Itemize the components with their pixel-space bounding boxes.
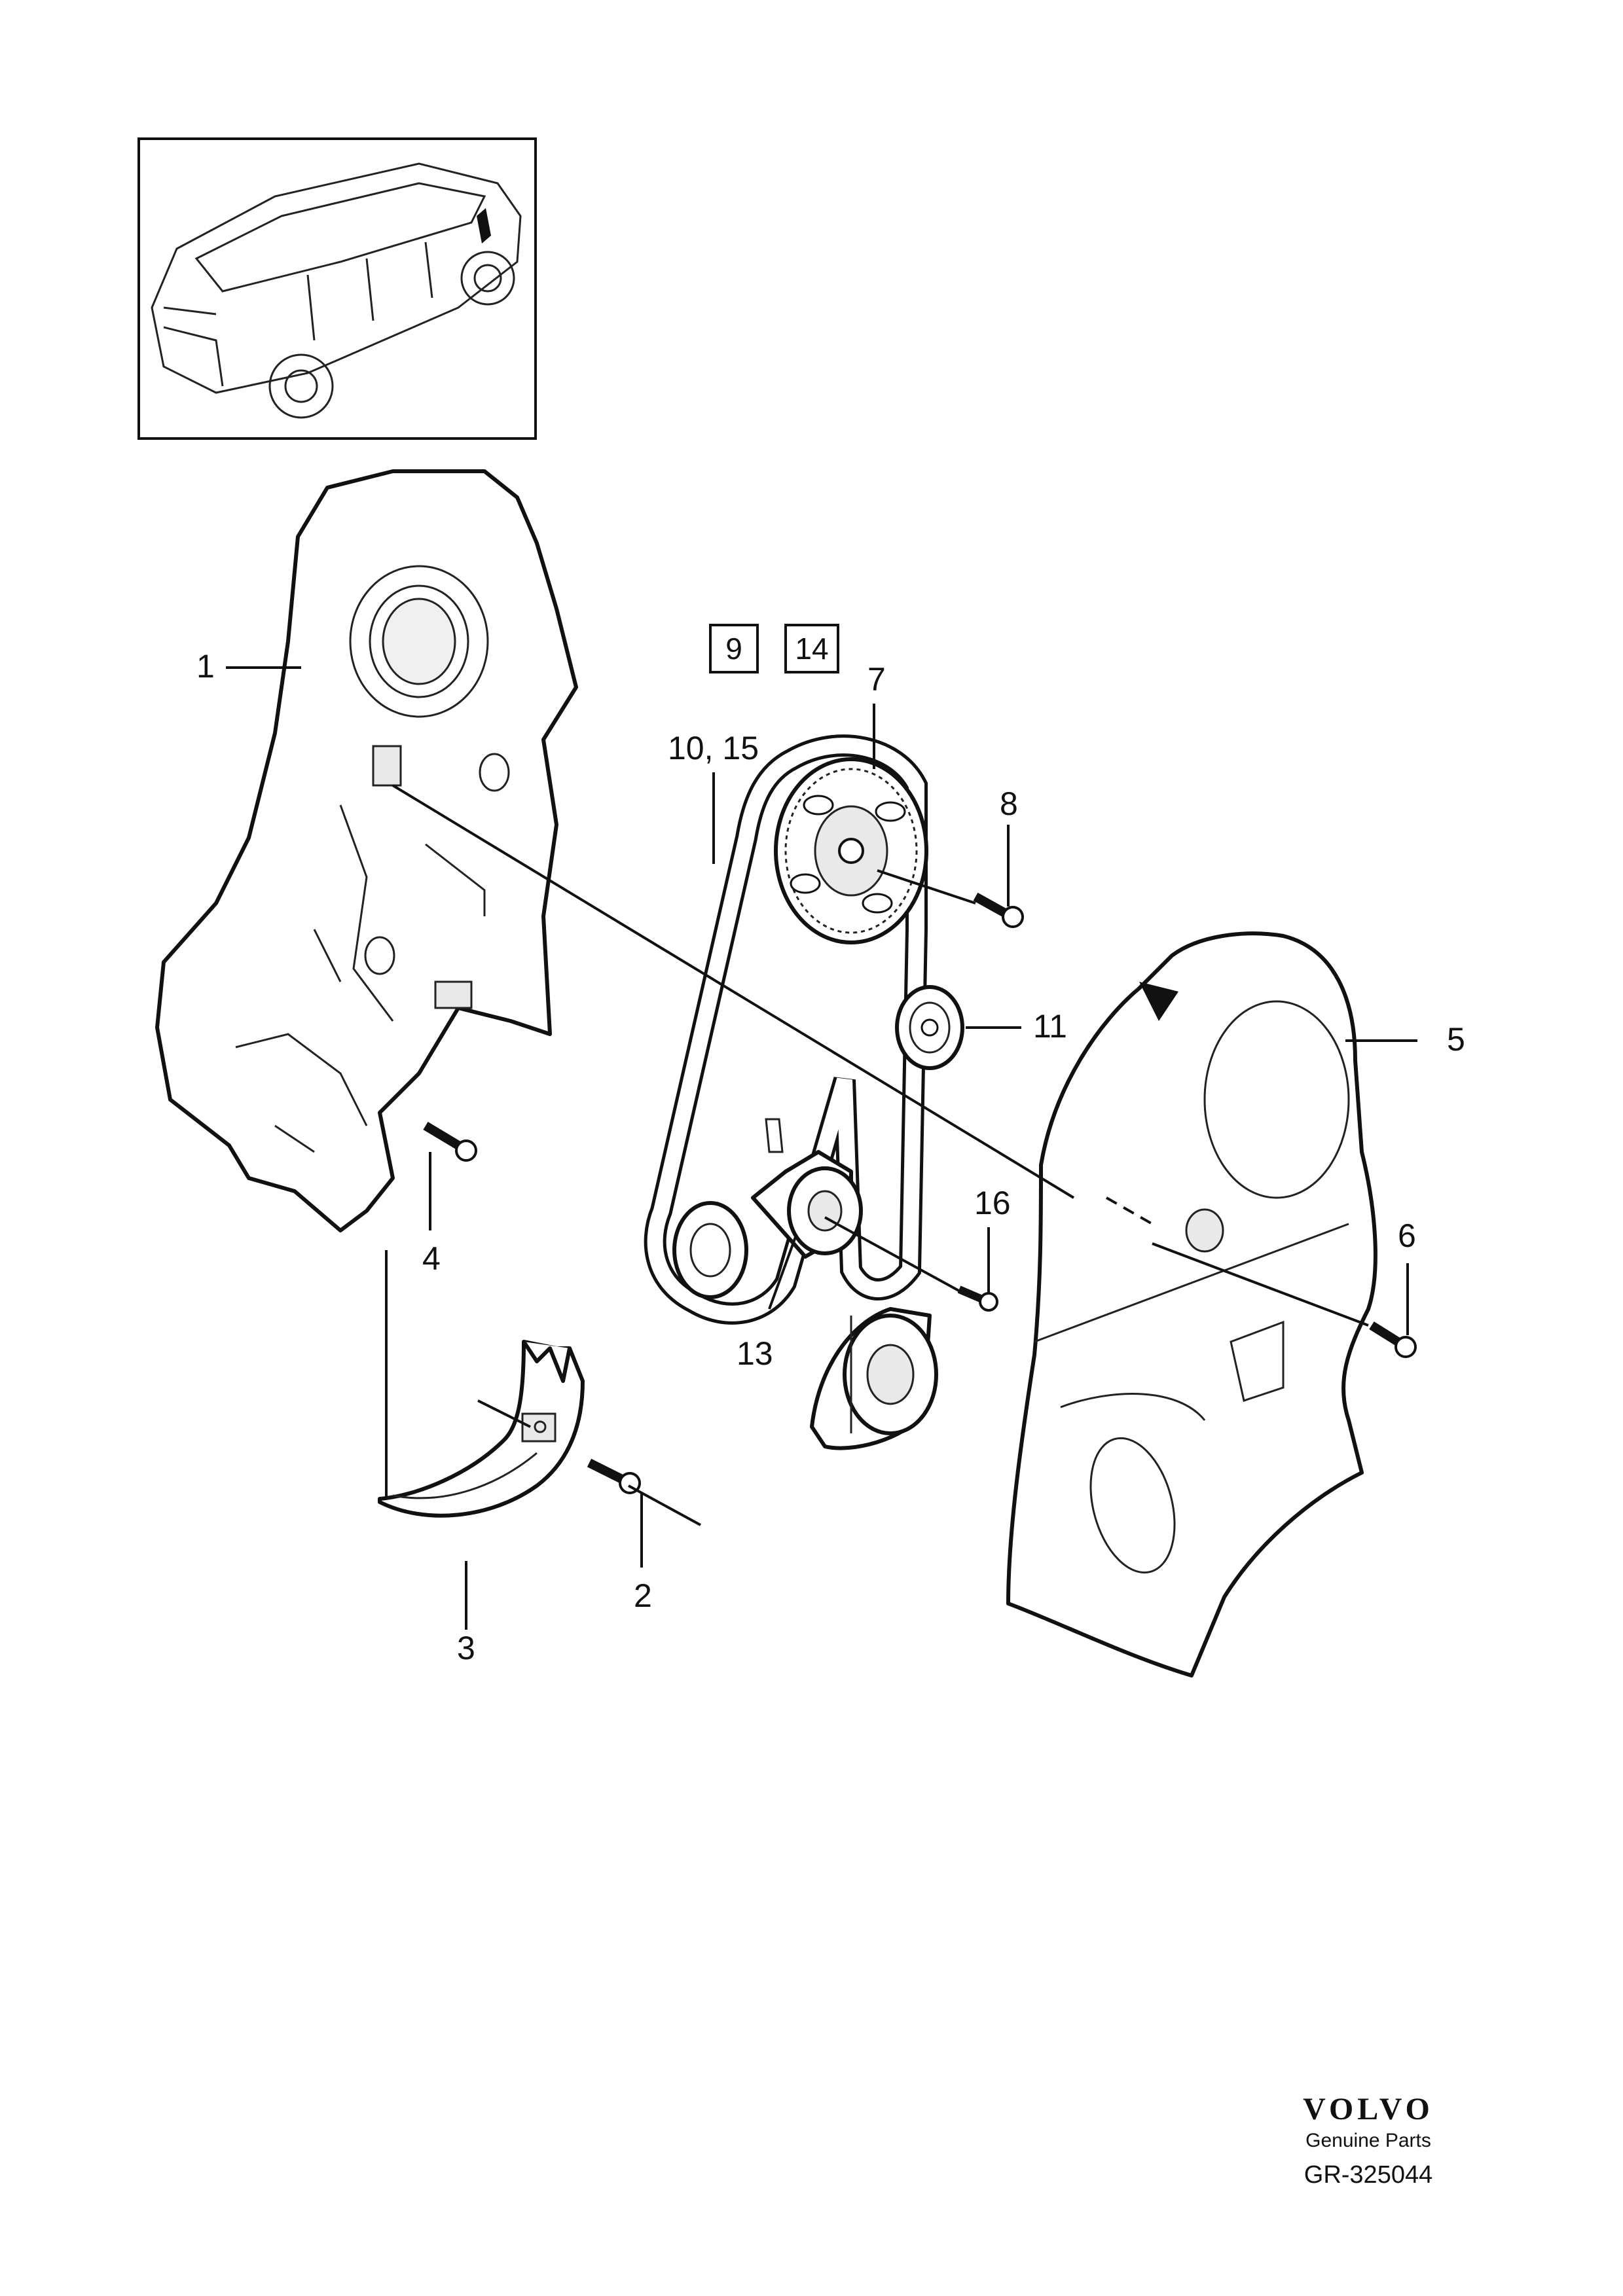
callout-11: 11 <box>1033 1008 1067 1045</box>
diagram-reference: GR-325044 <box>1304 2161 1433 2189</box>
bolt-16 <box>957 1285 998 1312</box>
callout-2: 2 <box>634 1577 652 1614</box>
bolt-6 <box>1369 1321 1417 1358</box>
volvo-logo: VOLVO <box>1303 2092 1434 2126</box>
vehicle-locator-inset <box>137 137 537 440</box>
inner-timing-cover <box>155 469 578 1232</box>
footer-subtitle: Genuine Parts <box>1305 2130 1431 2151</box>
idler-pulley <box>895 985 964 1070</box>
callout-1: 1 <box>196 648 215 685</box>
footer-branding: VOLVO Genuine Parts GR-325044 <box>1244 2091 1493 2189</box>
callout-4: 4 <box>422 1240 441 1277</box>
leader-lines <box>226 666 1417 1630</box>
boxed-ref-14-label: 14 <box>795 632 828 666</box>
callout-8: 8 <box>1000 785 1018 822</box>
tensioner-pulley <box>751 1118 863 1259</box>
bolt-8 <box>973 892 1024 928</box>
callout-10-15: 10, 15 <box>668 730 759 766</box>
callout-7: 7 <box>867 661 886 698</box>
crankshaft-hub <box>810 1307 938 1450</box>
timing-belt <box>644 734 928 1325</box>
boxed-ref-14: 14 <box>784 624 839 673</box>
assembly-lines <box>385 784 1369 1526</box>
callout-13: 13 <box>737 1335 773 1372</box>
callout-5: 5 <box>1447 1021 1465 1058</box>
callout-3: 3 <box>457 1630 475 1666</box>
boxed-ref-9: 9 <box>709 624 759 673</box>
callout-6: 6 <box>1398 1217 1416 1254</box>
lower-cover-shield <box>378 1340 585 1518</box>
camshaft-sprocket <box>774 757 928 944</box>
crankshaft-sprocket <box>672 1201 748 1299</box>
outer-timing-cover <box>1006 931 1377 1677</box>
suv-illustration <box>151 162 522 419</box>
bolt-4 <box>423 1121 477 1162</box>
boxed-ref-9-label: 9 <box>725 632 742 666</box>
callout-16: 16 <box>974 1185 1011 1221</box>
